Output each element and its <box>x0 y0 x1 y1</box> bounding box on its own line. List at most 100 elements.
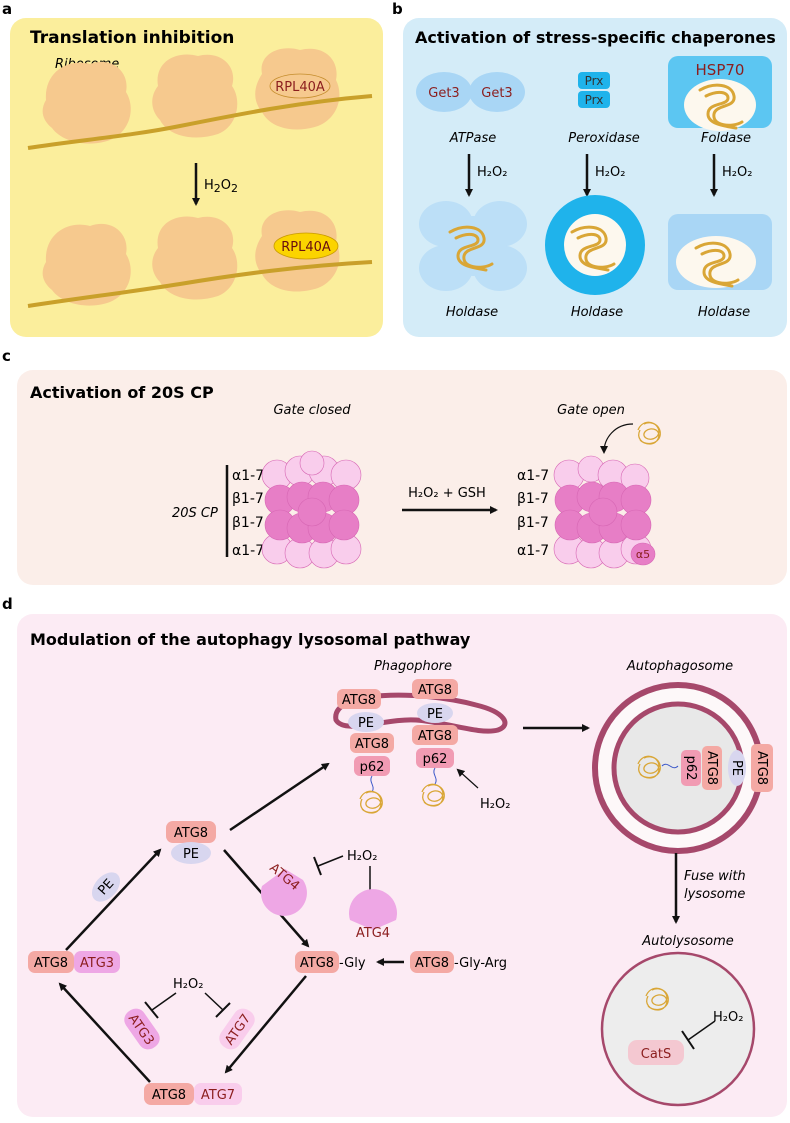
20s-cp-label: 20S CP <box>172 506 218 521</box>
atg4-h2o2-label: H₂O₂ <box>347 849 377 864</box>
atg7-node-atg7: ATG7 <box>201 1088 235 1103</box>
atg8-glyarg-node: ATG8 -Gly-Arg <box>410 951 507 973</box>
phagophore-atg8-pe-right: ATG8 PE <box>412 679 458 723</box>
hsp70: HSP70 <box>668 56 772 131</box>
node-atg8: ATG8 <box>174 826 208 841</box>
autolysosome: CatS H₂O₂ <box>600 951 756 1107</box>
ap-atg8-outer: ATG8 <box>754 751 769 785</box>
arrow-b2-label: H₂O₂ <box>595 165 625 180</box>
prx-dimer: Prx Prx <box>578 72 610 108</box>
atg8pe-to-phagophore-arrow <box>229 762 330 832</box>
p62-left: p62 <box>360 760 385 775</box>
p62-h2o2-label: H₂O₂ <box>480 797 510 812</box>
panel-b-title: Activation of stress-specific chaperones <box>415 28 776 47</box>
ring-label-r3: β1-7 <box>517 515 549 531</box>
atg7-node-atg8: ATG8 <box>152 1088 186 1103</box>
ring-label-2: β1-7 <box>232 491 264 507</box>
arrow-b3-label: H₂O₂ <box>722 165 752 180</box>
holdase-1-label: Holdase <box>446 305 498 320</box>
atg8-gly-node: ATG8 -Gly <box>295 951 366 973</box>
glyarg-atg8: ATG8 <box>415 956 449 971</box>
node-pe: PE <box>183 847 199 862</box>
mrna-bottom <box>27 260 373 308</box>
ring-label-r1: α1-7 <box>517 468 549 484</box>
arrow-b1-label: H₂O₂ <box>477 165 507 180</box>
prx-a-label: Prx <box>585 74 604 88</box>
atg4-pacman-2: ATG4 <box>349 889 397 941</box>
get3-dimer: Get3 Get3 <box>416 72 525 112</box>
cats-label: CatS <box>641 1047 671 1062</box>
panel-c-arrow-label: H₂O₂ + GSH <box>408 486 486 501</box>
panel-d-title: Modulation of the autophagy lysosomal pa… <box>30 630 471 649</box>
autolysosome-label: Autolysosome <box>641 934 734 949</box>
phagophore-atg8-lower: ATG8 ATG8 <box>350 725 458 753</box>
gly-to-atg7-arrow <box>224 975 307 1074</box>
glyarg-suffix: -Gly-Arg <box>454 956 507 971</box>
phagophore-atg8-pe-left: ATG8 PE <box>337 689 384 732</box>
atg4-2-label: ATG4 <box>356 926 390 941</box>
get3-a-label: Get3 <box>428 86 459 101</box>
rpl40a-top-label: RPL40A <box>275 80 325 95</box>
atg8-pe-node: ATG8 PE <box>166 821 216 864</box>
cats-h2o2-label: H₂O₂ <box>713 1010 743 1025</box>
inhibit-atg7-bar <box>215 1002 231 1018</box>
atpase-label: ATPase <box>449 131 496 146</box>
get3-b-label: Get3 <box>481 86 512 101</box>
prx-holdase-ring <box>545 195 645 295</box>
inhibit-atg3-line <box>151 992 177 1011</box>
ring-labels-right: α1-7 β1-7 β1-7 α1-7 <box>517 468 549 559</box>
panel-a-title: Translation inhibition <box>30 28 234 48</box>
proteasome-open <box>553 455 656 569</box>
autophagosome: p62 ATG8 PE ATG8 <box>592 682 773 854</box>
atg7-to-atg3-arrow <box>58 982 151 1083</box>
get3-holdase <box>419 201 527 291</box>
p62-right: p62 <box>423 752 448 767</box>
ph-pe-left: PE <box>358 716 374 731</box>
inhibit-atg4-1-bar <box>313 856 322 876</box>
ph-atg8-right: ATG8 <box>418 683 452 698</box>
fuse-label-2: lysosome <box>684 887 745 902</box>
ph-atg8-left: ATG8 <box>342 693 376 708</box>
mrna-top <box>27 94 373 150</box>
gate-closed-label: Gate closed <box>273 403 351 418</box>
alpha5-label: α5 <box>636 548 650 561</box>
hsp70-label: HSP70 <box>696 61 745 79</box>
ph-atg8-lower-right: ATG8 <box>418 729 452 744</box>
atg3-node-atg3: ATG3 <box>80 956 114 971</box>
holdase-3-label: Holdase <box>698 305 750 320</box>
ap-atg8-inner: ATG8 <box>704 751 719 785</box>
phagophore-p62: p62 p62 <box>354 748 454 793</box>
atg8-atg7-node: ATG8 ATG7 <box>144 1083 242 1105</box>
panel-c-title: Activation of 20S CP <box>30 383 214 402</box>
h2o2-to-p62-arrow <box>456 768 479 789</box>
phagophore-membrane <box>333 692 508 734</box>
inhibit-atg4-1-line <box>317 855 344 867</box>
rpl40a-bottom: RPL40A <box>273 232 339 260</box>
ring-labels-left: α1-7 β1-7 β1-7 α1-7 <box>232 468 264 559</box>
panel-c-letter: c <box>2 347 11 365</box>
panel-a-arrow-label: H2O2 <box>204 178 238 195</box>
rpl40a-bottom-label: RPL40A <box>281 240 331 255</box>
proteasome-closed <box>261 450 362 569</box>
ring-label-4: α1-7 <box>232 543 264 559</box>
atg3-to-atg8pe-arrow <box>65 848 162 951</box>
autophagosome-label: Autophagosome <box>626 659 733 674</box>
pe-input: PE <box>91 872 121 902</box>
phagophore-label: Phagophore <box>374 659 452 674</box>
panel-d-background <box>17 614 787 1117</box>
ap-pe: PE <box>729 760 744 776</box>
prx-b-label: Prx <box>585 93 604 107</box>
hsp70-holdase <box>668 214 772 290</box>
rpl40a-top: RPL40A <box>269 73 331 99</box>
inhibit-atg3-bar <box>144 1001 159 1019</box>
gly-suffix: -Gly <box>339 956 366 971</box>
inhibit-atg7-line <box>204 992 224 1011</box>
peroxidase-label: Peroxidase <box>568 131 639 146</box>
ph-pe-right: PE <box>427 707 443 722</box>
gate-open-label: Gate open <box>557 403 625 418</box>
foldase-label: Foldase <box>701 131 751 146</box>
panel-a-letter: a <box>2 0 12 18</box>
panel-d-letter: d <box>2 595 13 613</box>
panel-b-letter: b <box>392 0 403 18</box>
atg3-node-atg8: ATG8 <box>34 956 68 971</box>
